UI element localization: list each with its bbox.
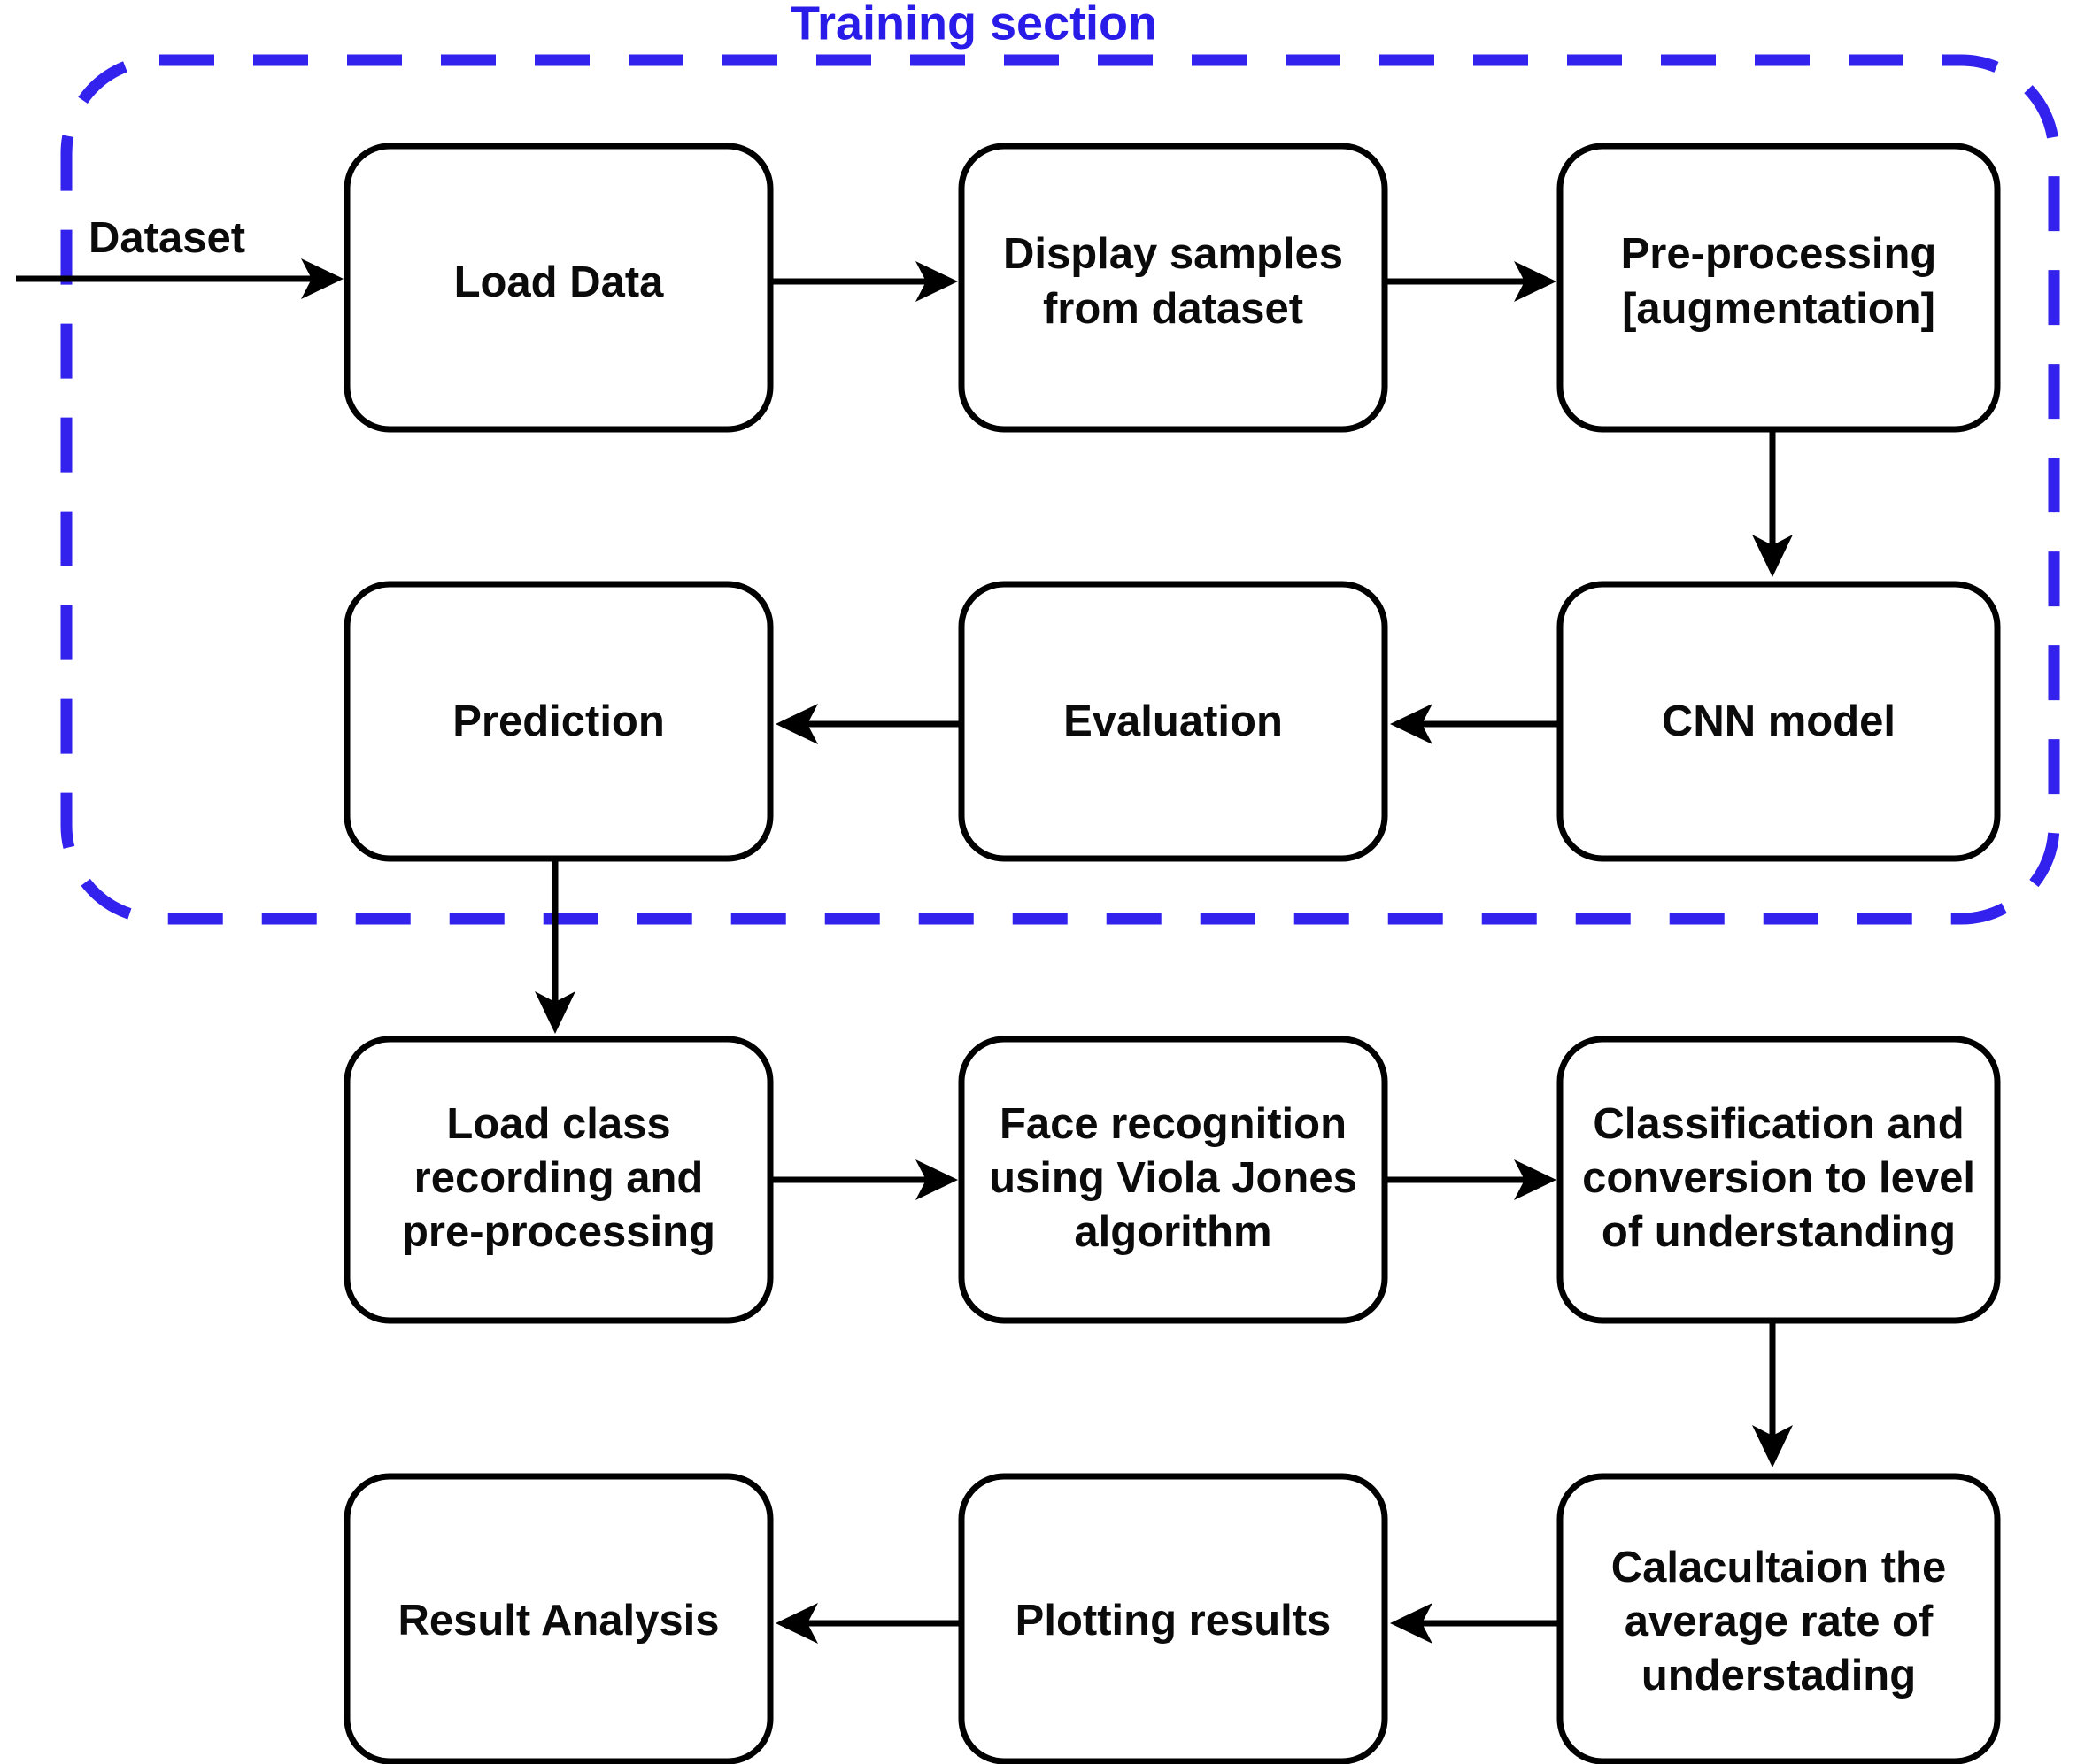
node-plotting-results-label: Plotting results xyxy=(1015,1597,1332,1645)
node-classification[interactable]: Classification and conversion to level o… xyxy=(1556,1036,2001,1324)
node-cnn-model-shape xyxy=(1556,581,2001,862)
node-pre-processing-label-line1: Pre-processing xyxy=(1621,230,1937,278)
node-evaluation[interactable]: Evaluation xyxy=(958,581,1388,862)
edge-display-samples-to-pre-processing xyxy=(1385,261,1556,302)
node-pre-processing[interactable]: Pre-processing [augmentation] xyxy=(1556,143,2001,433)
node-prediction-shape xyxy=(344,581,774,862)
edge-load-class-recording-to-face-recognition xyxy=(770,1159,958,1200)
edge-face-recognition-to-classification xyxy=(1385,1159,1556,1200)
node-load-class-recording-label-line3: pre-processing xyxy=(402,1208,715,1256)
node-calculation-rate-shape xyxy=(1556,1473,2001,1764)
node-plotting-results-shape xyxy=(958,1473,1388,1764)
dataset-edge-label: Dataset xyxy=(89,214,245,262)
node-load-data-label: Load Data xyxy=(454,258,665,306)
edge-plotting-results-to-result-analysis xyxy=(776,1603,961,1644)
edge-calculation-rate-to-plotting-results xyxy=(1390,1603,1560,1644)
node-cnn-model-label: CNN model xyxy=(1662,697,1896,745)
node-prediction[interactable]: Prediction xyxy=(344,581,774,862)
edge-load-data-to-display-samples xyxy=(770,261,958,302)
node-face-recognition-label-line3: algorithm xyxy=(1074,1208,1271,1256)
node-calculation-rate-label-line3: understading xyxy=(1641,1652,1916,1699)
node-face-recognition[interactable]: Face recognition using Viola Jones algor… xyxy=(958,1036,1388,1324)
node-display-samples-label-line1: Display samples xyxy=(1003,230,1343,278)
node-load-class-recording-label-line1: Load class xyxy=(446,1100,670,1148)
node-load-class-recording-label-line2: recording and xyxy=(414,1154,704,1202)
node-result-analysis[interactable]: Result Analysis xyxy=(344,1473,774,1764)
edge-classification-to-calculation-rate xyxy=(1752,1321,1793,1467)
node-display-samples-shape xyxy=(958,143,1388,433)
node-plotting-results[interactable]: Plotting results xyxy=(958,1473,1388,1764)
node-result-analysis-label: Result Analysis xyxy=(398,1597,719,1645)
node-pre-processing-shape xyxy=(1556,143,2001,433)
node-load-class-recording[interactable]: Load class recording and pre-processing xyxy=(344,1036,774,1324)
node-prediction-label: Prediction xyxy=(452,697,665,745)
training-section-frame xyxy=(60,54,2060,925)
edge-prediction-to-load-class-recording xyxy=(535,859,575,1034)
node-display-samples-label-line2: from dataset xyxy=(1043,285,1303,333)
node-classification-label-line2: conversion to level xyxy=(1582,1154,1975,1202)
node-calculation-rate[interactable]: Calacultaion the average rate of underst… xyxy=(1556,1473,2001,1764)
node-pre-processing-label-line2: [augmentation] xyxy=(1622,285,1935,333)
node-face-recognition-label-line2: using Viola Jones xyxy=(989,1154,1357,1202)
node-classification-shape xyxy=(1556,1036,2001,1324)
node-cnn-model[interactable]: CNN model xyxy=(1556,581,2001,862)
node-load-data[interactable]: Load Data xyxy=(344,143,774,433)
node-result-analysis-shape xyxy=(344,1473,774,1764)
edge-evaluation-to-prediction xyxy=(776,704,961,744)
node-evaluation-shape xyxy=(958,581,1388,862)
edge-dataset-to-load-data xyxy=(16,258,344,299)
node-load-data-shape xyxy=(344,143,774,433)
node-calculation-rate-label-line2: average rate of xyxy=(1625,1598,1934,1645)
node-classification-label-line3: of understanding xyxy=(1602,1208,1956,1256)
node-evaluation-label: Evaluation xyxy=(1063,697,1283,745)
node-calculation-rate-label-line1: Calacultaion the xyxy=(1611,1544,1946,1591)
node-display-samples[interactable]: Display samples from dataset xyxy=(958,143,1388,433)
edge-cnn-model-to-evaluation xyxy=(1390,704,1560,744)
training-section-title: Training section xyxy=(791,0,1157,50)
edge-pre-processing-to-cnn-model xyxy=(1752,429,1793,577)
node-classification-label-line1: Classification and xyxy=(1593,1100,1964,1148)
node-face-recognition-label-line1: Face recognition xyxy=(1000,1100,1347,1148)
